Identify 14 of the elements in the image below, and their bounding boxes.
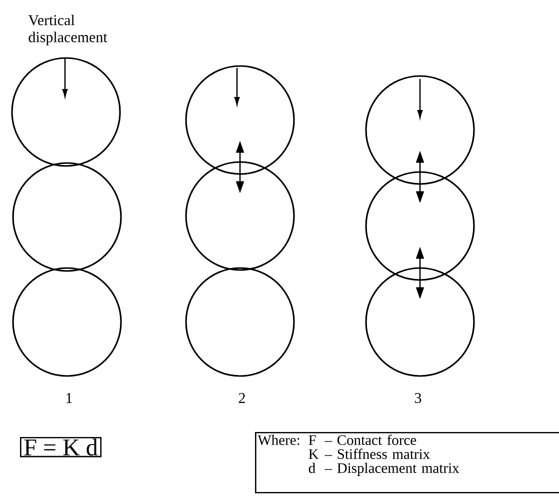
disc-circle bbox=[365, 75, 475, 185]
column-number: 3 bbox=[414, 392, 422, 404]
disc-circle bbox=[365, 267, 475, 377]
disc-circle bbox=[12, 267, 122, 377]
disc-circle bbox=[365, 171, 475, 281]
disc-circle bbox=[12, 162, 122, 272]
disc-circle bbox=[185, 161, 295, 271]
legend-box: Where: F – Contact force K – Stiffness matrix d – Displacement matrix bbox=[255, 432, 559, 494]
column-number: 2 bbox=[238, 393, 245, 403]
disc-circle bbox=[185, 267, 295, 377]
disc-circle bbox=[11, 57, 121, 167]
disc-circle bbox=[185, 65, 295, 175]
formula-box: F = K d bbox=[20, 437, 102, 458]
column-number: 1 bbox=[66, 393, 72, 403]
